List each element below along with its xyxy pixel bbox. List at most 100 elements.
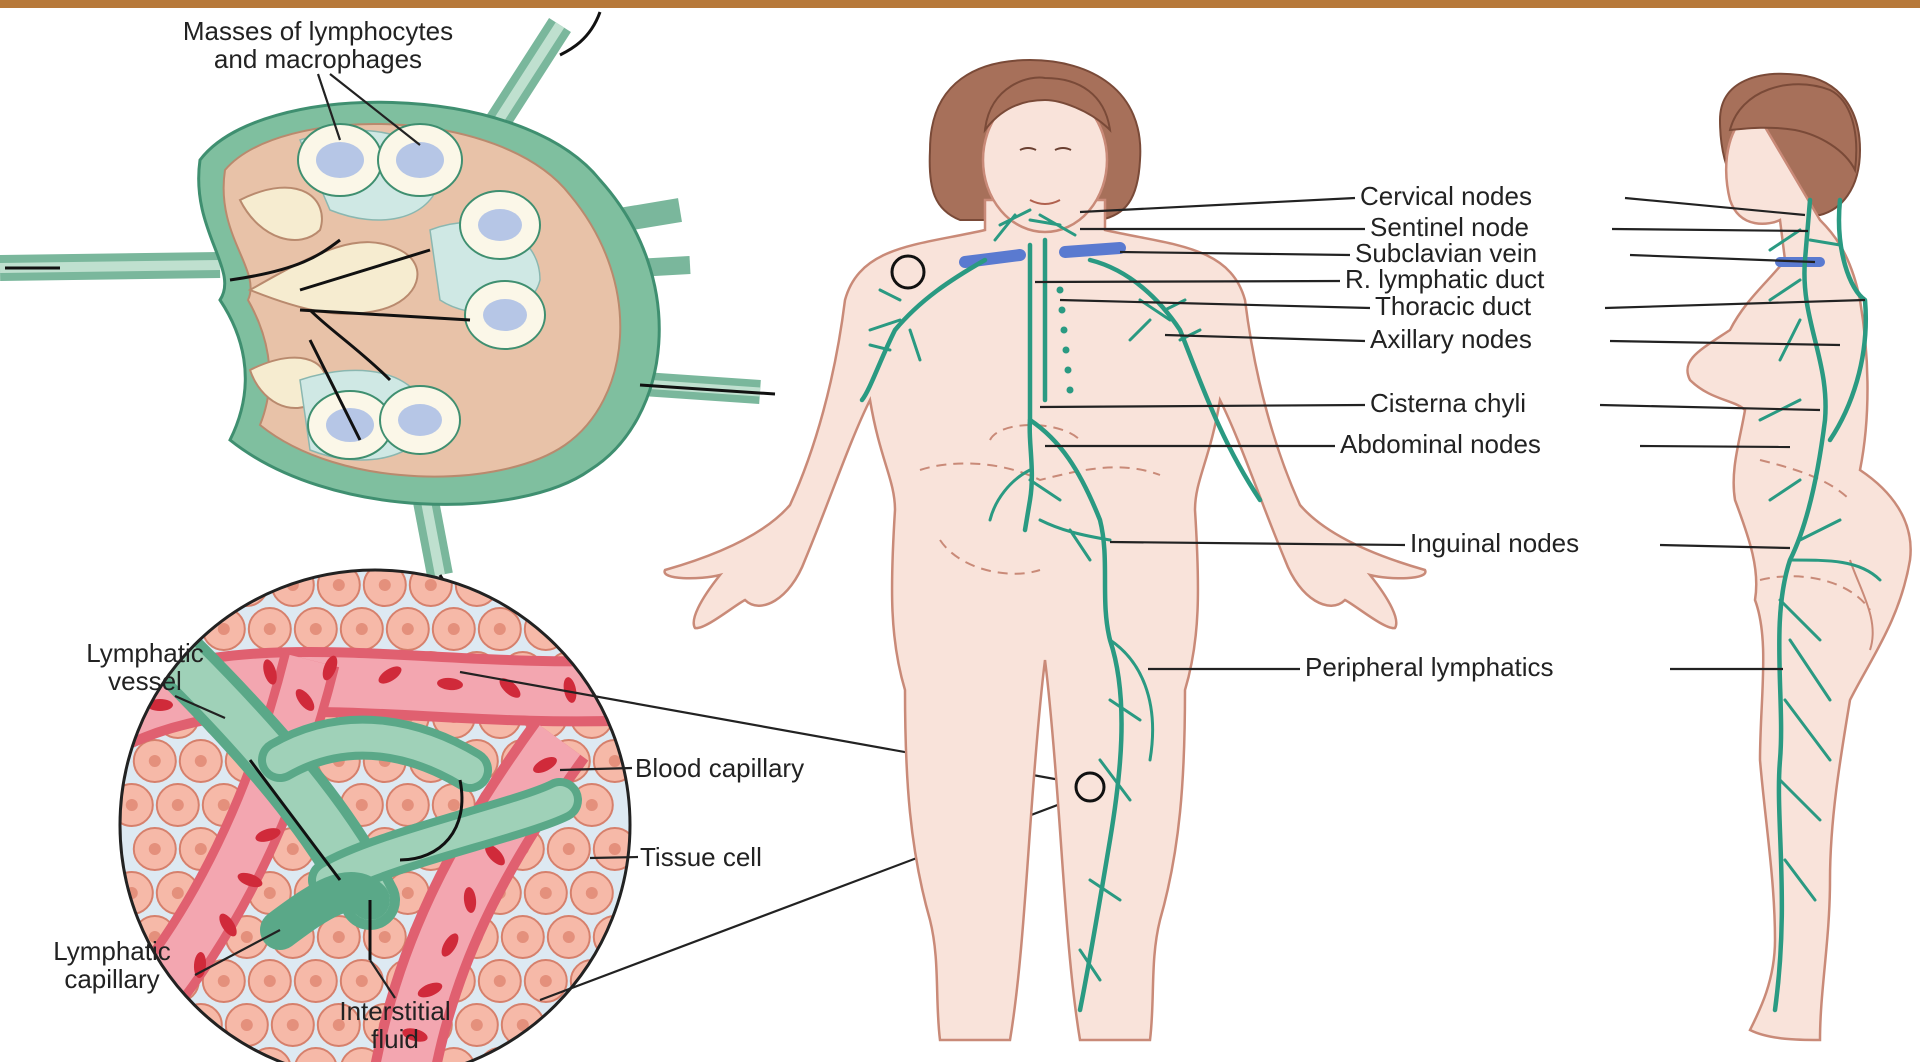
label-interstitial-line2: fluid — [371, 1024, 419, 1054]
front-body-figure — [665, 60, 1426, 1040]
tissue-cell-nucleus — [586, 887, 598, 899]
tissue-cell-nucleus — [402, 623, 414, 635]
tissue-cell-nucleus — [609, 579, 621, 591]
tissue-cell-nucleus — [609, 1019, 621, 1031]
tissue-cell-nucleus — [540, 975, 552, 987]
tissue-cell-nucleus — [149, 843, 161, 855]
tissue-cell-nucleus — [126, 799, 138, 811]
tissue-cell-nucleus — [126, 711, 138, 723]
label-cervical-nodes: Cervical nodes — [1360, 181, 1532, 211]
tissue-cell-nucleus — [540, 887, 552, 899]
tissue-cell — [525, 608, 567, 650]
tissue-cell-nucleus — [218, 975, 230, 987]
tissue-cell-nucleus — [356, 623, 368, 635]
tissue-cell-nucleus — [356, 975, 368, 987]
tissue-cell-nucleus — [586, 799, 598, 811]
tissue-cell — [134, 564, 176, 606]
tissue-cell-nucleus — [218, 799, 230, 811]
tissue-cell-nucleus — [448, 799, 460, 811]
label-tissue-cell: Tissue cell — [640, 842, 762, 872]
label-interstitial-line1: Interstitial — [339, 996, 450, 1026]
tissue-cell — [594, 652, 636, 694]
tissue-cell-nucleus — [264, 887, 276, 899]
tissue-cell-nucleus — [241, 931, 253, 943]
tissue-cell-nucleus — [149, 579, 161, 591]
tissue-cell-nucleus — [609, 667, 621, 679]
label-peripheral-lymphatics: Peripheral lymphatics — [1305, 652, 1554, 682]
label-thoracic-duct: Thoracic duct — [1375, 291, 1532, 321]
tissue-cell-nucleus — [287, 1019, 299, 1031]
tissue-cell-nucleus — [195, 755, 207, 767]
tissue-cell-nucleus — [517, 579, 529, 591]
tissue-cell-nucleus — [609, 931, 621, 943]
tissue-cell-nucleus — [310, 975, 322, 987]
tissue-cell-nucleus — [264, 975, 276, 987]
label-inguinal-nodes: Inguinal nodes — [1410, 528, 1579, 558]
tissue-cell — [180, 564, 222, 606]
label-abdominal-nodes: Abdominal nodes — [1340, 429, 1541, 459]
tissue-cell-nucleus — [287, 843, 299, 855]
tissue-cell-nucleus — [195, 579, 207, 591]
tissue-cell — [203, 1048, 245, 1062]
label-r-lymphatic-duct: R. lymphatic duct — [1345, 264, 1545, 294]
tissue-cell-nucleus — [310, 623, 322, 635]
tissue-cell — [502, 564, 544, 606]
label-axillary-nodes: Axillary nodes — [1370, 324, 1532, 354]
label-node-masses-line2: and macrophages — [214, 44, 422, 74]
tissue-cell-nucleus — [402, 887, 414, 899]
tissue-cell-nucleus — [379, 931, 391, 943]
lymph-node-cross-section — [0, 12, 775, 600]
tissue-cell — [571, 1048, 613, 1062]
tissue-cell-nucleus — [356, 799, 368, 811]
subclavian-vein-right — [1065, 248, 1120, 252]
label-lymphatic-capillary-line2: capillary — [64, 964, 159, 994]
tissue-cell-nucleus — [172, 799, 184, 811]
tissue-cell — [111, 1048, 153, 1062]
tissue-cell — [525, 1048, 567, 1062]
tissue-cell-nucleus — [517, 931, 529, 943]
tissue-cell — [548, 564, 590, 606]
label-lymphatic-vessel-line2: vessel — [108, 666, 182, 696]
tissue-cell-nucleus — [563, 843, 575, 855]
tissue-cell-nucleus — [172, 887, 184, 899]
tissue-cell-nucleus — [448, 623, 460, 635]
tissue-cell — [594, 1004, 636, 1046]
tissue-cell-nucleus — [402, 799, 414, 811]
tissue-cell — [226, 564, 268, 606]
tissue-cell-nucleus — [264, 623, 276, 635]
tissue-cell-nucleus — [609, 843, 621, 855]
tissue-cell-nucleus — [563, 579, 575, 591]
tissue-cell-nucleus — [149, 1019, 161, 1031]
label-node-masses-line1: Masses of lymphocytes — [183, 16, 453, 46]
tissue-cell-nucleus — [379, 579, 391, 591]
label-lymphatic-capillary-line1: Lymphatic — [53, 936, 171, 966]
tissue-cell — [157, 1048, 199, 1062]
tissue-cell-nucleus — [218, 623, 230, 635]
tissue-cell-nucleus — [149, 755, 161, 767]
label-lymphatic-vessel-line1: Lymphatic — [86, 638, 204, 668]
tissue-cell — [571, 608, 613, 650]
tissue-cell-nucleus — [494, 623, 506, 635]
tissue-cell-nucleus — [333, 931, 345, 943]
tissue-cell-nucleus — [609, 755, 621, 767]
label-blood-capillary: Blood capillary — [635, 753, 804, 783]
tissue-cell-nucleus — [425, 579, 437, 591]
tissue-cell-nucleus — [195, 843, 207, 855]
tissue-cell-nucleus — [126, 623, 138, 635]
tissue-cell-nucleus — [471, 1019, 483, 1031]
tissue-cell-nucleus — [563, 1019, 575, 1031]
tissue-cell-nucleus — [586, 623, 598, 635]
side-body-figure — [1687, 74, 1910, 1040]
tissue-cell — [594, 564, 636, 606]
subclavian-vein-left — [965, 255, 1020, 262]
tissue-cell-nucleus — [172, 623, 184, 635]
tissue-cell-nucleus — [563, 931, 575, 943]
tissue-cell — [134, 1004, 176, 1046]
tissue-cell-nucleus — [241, 579, 253, 591]
label-cisterna-chyli: Cisterna chyli — [1370, 388, 1526, 418]
tissue-cell-nucleus — [494, 975, 506, 987]
tissue-cell — [548, 1004, 590, 1046]
tissue-cell-nucleus — [333, 579, 345, 591]
tissue-cell — [594, 916, 636, 958]
